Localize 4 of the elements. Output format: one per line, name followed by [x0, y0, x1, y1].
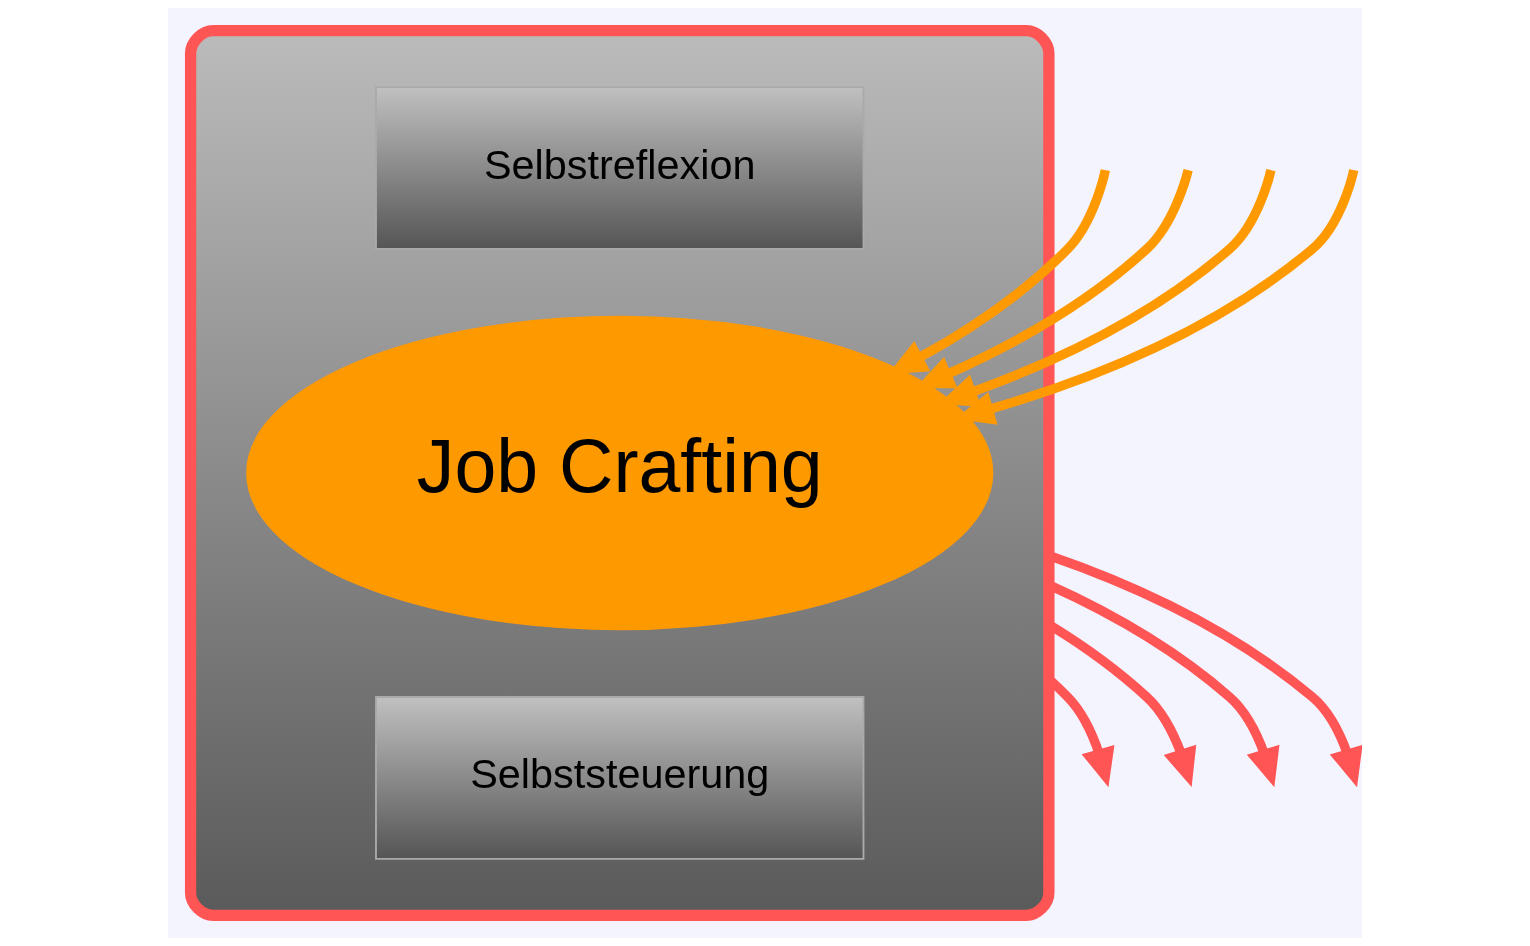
cluster	[184, 25, 1055, 921]
node-box: Selbststeuerung	[375, 696, 865, 860]
node-box: Selbstreflexion	[375, 86, 865, 250]
node-ellipse: Job Crafting	[246, 315, 994, 631]
